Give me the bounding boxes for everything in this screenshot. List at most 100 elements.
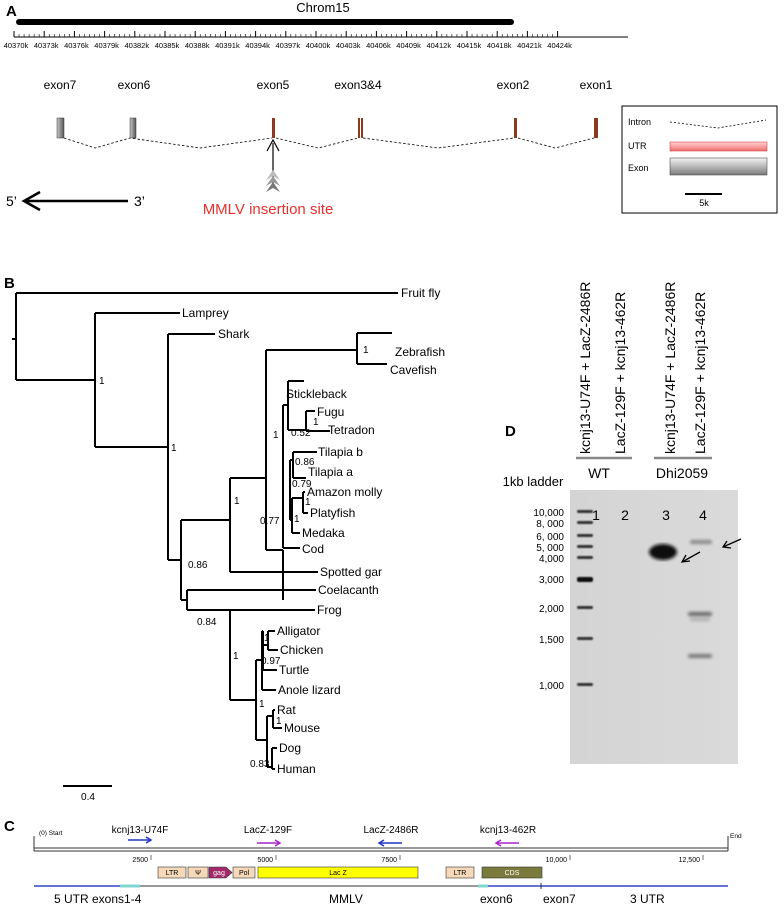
primer-labels: kcnj13-U74F + LacZ-2486R LacZ-129F + kcn… bbox=[577, 282, 708, 454]
primer-label: kcnj13-U74F + LacZ-2486R bbox=[662, 282, 678, 454]
support-value: 0.97 bbox=[261, 656, 281, 667]
feature-ltr-right bbox=[445, 866, 475, 879]
primer-label: LacZ-129F + kcnj13-462R bbox=[692, 292, 708, 454]
ladder-band bbox=[577, 545, 593, 548]
primer-arrow-head bbox=[494, 839, 502, 847]
band-arrow-head bbox=[721, 540, 732, 549]
support-value: 1 bbox=[305, 497, 311, 508]
region-labels: 5 UTR exons1-4 MMLV exon6 exon7 3 UTR bbox=[54, 892, 665, 906]
ladder-size: 3,000 bbox=[539, 575, 564, 586]
map-coordinate: 7500 bbox=[381, 857, 397, 864]
ladder-size: 5, 000 bbox=[536, 543, 564, 554]
axis-tick-label: 40388k bbox=[185, 41, 210, 50]
feature-lacz bbox=[257, 866, 419, 879]
taxon-label: Lamprey bbox=[182, 306, 229, 320]
lane-number: 2 bbox=[621, 507, 629, 523]
support-value: 1 bbox=[294, 514, 300, 525]
ladder-band bbox=[577, 637, 593, 640]
insertion-site-label: MMLV insertion site bbox=[203, 201, 334, 218]
support-value: 1 bbox=[233, 651, 239, 662]
exon1-label: exon1 bbox=[580, 78, 613, 92]
intron-line-4 bbox=[517, 137, 595, 149]
region-label: exon7 bbox=[543, 892, 576, 906]
exon3-4-label: exon3&4 bbox=[334, 78, 382, 92]
five-prime-label: 5’ bbox=[6, 193, 17, 209]
region-label: MMLV bbox=[329, 892, 363, 906]
tree-branches bbox=[12, 292, 398, 770]
support-value: 1 bbox=[264, 633, 270, 644]
primer-arrow-head bbox=[274, 839, 282, 847]
axis-tick-label: 40391k bbox=[215, 41, 240, 50]
taxon-label: Shark bbox=[218, 327, 250, 341]
support-value: 0.77 bbox=[260, 516, 280, 527]
taxon-label: Zebrafish bbox=[395, 345, 445, 359]
ladder-size: 8, 000 bbox=[536, 519, 564, 530]
taxon-label: Cod bbox=[302, 542, 324, 556]
feature-ltr-left-label: LTR bbox=[166, 870, 179, 877]
map-features: LTR Ψ gag Pol Lac Z LTR CDS bbox=[157, 866, 543, 879]
band-arrow-head bbox=[680, 554, 691, 563]
axis-tick-label: 40373k bbox=[34, 41, 59, 50]
axis-tick-label: 40406k bbox=[366, 41, 391, 50]
feature-lacz-label: Lac Z bbox=[329, 870, 347, 877]
feature-gag bbox=[208, 866, 233, 879]
lane4-band bbox=[688, 612, 712, 616]
support-value: 1 bbox=[259, 699, 265, 710]
axis-tick-label: 40385k bbox=[155, 41, 180, 50]
axis-tick-label: 40409k bbox=[396, 41, 421, 50]
feature-cds-label: CDS bbox=[505, 870, 520, 877]
taxon-labels: Fruit fly Lamprey Shark Zebrafish Cavefi… bbox=[182, 286, 445, 776]
map-start-label: (0) Start bbox=[39, 830, 63, 837]
axis-tick-label: 40400k bbox=[306, 41, 331, 50]
ladder-band bbox=[577, 556, 593, 559]
exon2-box bbox=[514, 118, 517, 138]
support-value: 0.86 bbox=[188, 560, 208, 571]
support-value: 1 bbox=[276, 716, 282, 727]
insertion-arrow bbox=[266, 138, 280, 192]
legend-utr-label: UTR bbox=[628, 141, 647, 151]
feature-cds bbox=[481, 866, 543, 879]
feature-psi bbox=[187, 866, 209, 879]
primer-kcnj13-462R-label: kcnj13-462R bbox=[480, 825, 536, 836]
chromosome-bar bbox=[16, 19, 514, 25]
gel-image bbox=[570, 490, 738, 764]
primer-LacZ-129F-label: LacZ-129F bbox=[244, 825, 292, 836]
wt-group-label: WT bbox=[588, 465, 610, 481]
band-arrow bbox=[681, 551, 701, 563]
feature-ltr-left bbox=[157, 866, 187, 879]
region-label: exon6 bbox=[480, 892, 513, 906]
exon5-box bbox=[272, 118, 275, 138]
three-prime-label: 3’ bbox=[134, 193, 145, 209]
region-label: 5 UTR exons1-4 bbox=[54, 892, 142, 906]
taxon-label: Fruit fly bbox=[401, 286, 440, 300]
primer-arrows bbox=[128, 836, 519, 847]
legend-exon-label: Exon bbox=[628, 163, 649, 173]
panel-c-label: C bbox=[4, 818, 15, 835]
primer-label: kcnj13-U74F + LacZ-2486R bbox=[577, 282, 593, 454]
taxon-label: Tilapia a bbox=[308, 465, 353, 479]
taxon-label: Frog bbox=[317, 603, 342, 617]
taxon-label: Dog bbox=[279, 741, 301, 755]
axis-tick-label: 40424k bbox=[547, 41, 572, 50]
ladder-size: 4,000 bbox=[539, 554, 564, 565]
taxon-label: Fugu bbox=[317, 405, 344, 419]
intron-line-3 bbox=[362, 137, 515, 149]
panel-d-label: D bbox=[505, 423, 516, 440]
taxon-label: Stickleback bbox=[286, 387, 348, 401]
panel-b-label: B bbox=[4, 275, 15, 292]
support-value: 1 bbox=[171, 443, 177, 454]
exon6-label: exon6 bbox=[118, 78, 151, 92]
axis-tick-label: 40394k bbox=[245, 41, 270, 50]
lane-number: 1 bbox=[592, 507, 600, 523]
panel-a-label: A bbox=[6, 3, 17, 20]
ladder-size: 2,000 bbox=[539, 604, 564, 615]
band-arrow bbox=[722, 538, 742, 548]
minor-ticks bbox=[13, 31, 559, 37]
ladder-band bbox=[577, 510, 593, 513]
lane-number: 4 bbox=[699, 507, 707, 523]
direction-arrow bbox=[21, 190, 128, 212]
support-value: 1 bbox=[313, 417, 319, 428]
primer-arrow-head bbox=[377, 839, 385, 847]
tree-scale-label: 0.4 bbox=[81, 792, 95, 803]
exon5-label: exon5 bbox=[257, 78, 290, 92]
